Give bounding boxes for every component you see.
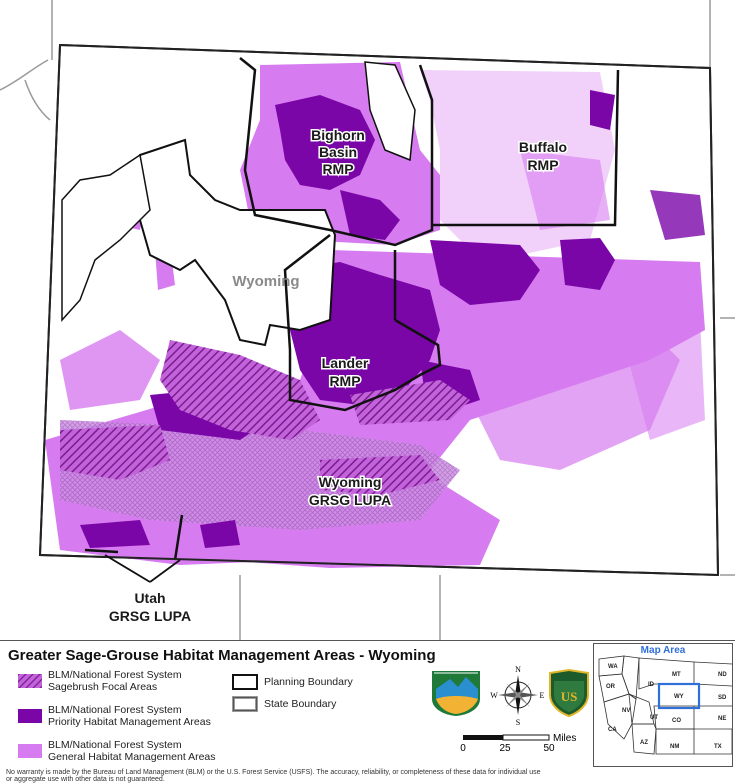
svg-text:SD: SD	[718, 695, 727, 701]
label-buffalo-2: RMP	[527, 157, 558, 173]
legend-item-planning-boundary: Planning Boundary	[232, 674, 353, 690]
svg-text:NM: NM	[670, 744, 679, 750]
svg-text:MT: MT	[672, 672, 681, 678]
compass-n: N	[515, 665, 521, 674]
neighbor-state-lines	[0, 0, 735, 640]
svg-text:WY: WY	[674, 694, 684, 700]
legend-item-focal: BLM/National Forest System Sagebrush Foc…	[18, 669, 182, 693]
habitat-map: Bighorn Basin RMP Buffalo RMP Wyoming La…	[0, 0, 735, 640]
scale-tick-25: 25	[499, 743, 511, 754]
legend-label-focal: BLM/National Forest System Sagebrush Foc…	[48, 669, 182, 693]
label-utah-lupa-2: GRSG LUPA	[109, 608, 191, 624]
label-wyoming: Wyoming	[232, 273, 299, 290]
inset-locator-map: Map Area WA MT ND OR ID	[593, 643, 733, 767]
priority-swatch	[18, 709, 42, 723]
legend-item-general: BLM/National Forest System General Habit…	[18, 739, 216, 763]
svg-text:WA: WA	[608, 664, 618, 670]
svg-text:ND: ND	[718, 672, 727, 678]
legend-item-priority: BLM/National Forest System Priority Habi…	[18, 704, 211, 728]
svg-text:CA: CA	[608, 727, 617, 733]
scale-tick-0: 0	[460, 743, 466, 754]
label-lander-1: Lander	[322, 355, 369, 371]
priority-habitat-areas	[80, 90, 705, 548]
label-wyoming-lupa-1: Wyoming	[319, 474, 382, 490]
legend-label-state: State Boundary	[264, 698, 337, 710]
svg-text:NE: NE	[718, 716, 726, 722]
disclaimer-text: No warranty is made by the Bureau of Lan…	[6, 769, 541, 783]
legend-panel: Greater Sage-Grouse Habitat Management A…	[0, 640, 735, 783]
scale-tick-50: 50	[543, 743, 555, 754]
compass-w: W	[490, 691, 498, 700]
label-bighorn-3: RMP	[322, 161, 353, 177]
general-swatch	[18, 744, 42, 758]
planning-boundaries	[84, 57, 620, 561]
label-bighorn-2: Basin	[319, 144, 357, 160]
state-boundary-swatch	[232, 696, 258, 712]
legend-label-planning: Planning Boundary	[264, 676, 353, 688]
legend-title: Greater Sage-Grouse Habitat Management A…	[8, 647, 436, 664]
focal-swatch	[18, 674, 42, 688]
scale-bar: 0 25 50 Miles	[455, 731, 595, 761]
svg-text:NV: NV	[622, 708, 630, 714]
compass-e: E	[540, 691, 545, 700]
label-buffalo-1: Buffalo	[519, 139, 567, 155]
svg-text:ID: ID	[648, 682, 655, 688]
svg-text:UT: UT	[650, 715, 658, 721]
compass-s: S	[516, 718, 520, 727]
legend-label-priority: BLM/National Forest System Priority Habi…	[48, 704, 211, 728]
usfs-shield-logo-icon: US	[549, 669, 589, 717]
inset-wy-highlight	[657, 682, 701, 710]
label-lander-2: RMP	[329, 373, 360, 389]
label-bighorn-1: Bighorn	[311, 127, 365, 143]
svg-text:OR: OR	[606, 684, 616, 690]
scale-unit: Miles	[553, 733, 576, 744]
legend-label-general: BLM/National Forest System General Habit…	[48, 739, 216, 763]
utah-lupa-pointer	[104, 554, 181, 583]
inset-title: Map Area	[640, 645, 686, 656]
north-arrow-compass-icon: N S W E	[490, 665, 545, 727]
sagebrush-focal-areas	[60, 340, 470, 495]
svg-text:AZ: AZ	[640, 740, 648, 746]
planning-boundary-swatch	[232, 674, 258, 690]
label-wyoming-lupa-2: GRSG LUPA	[309, 492, 391, 508]
svg-text:US: US	[561, 689, 578, 704]
svg-text:TX: TX	[714, 744, 722, 750]
legend-item-state-boundary: State Boundary	[232, 696, 336, 712]
blm-logo-icon	[432, 671, 480, 716]
svg-text:CO: CO	[672, 718, 681, 724]
label-utah-lupa-1: Utah	[134, 590, 165, 606]
